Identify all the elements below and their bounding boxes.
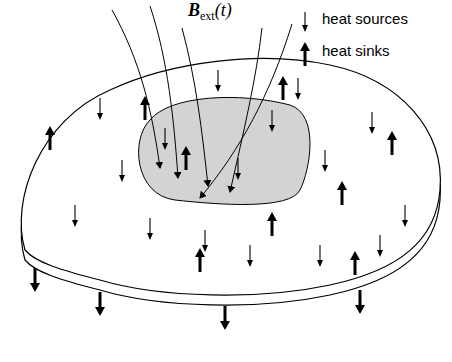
grey-region: [139, 97, 310, 204]
heat-source-arrow: [402, 205, 408, 227]
field-lines: [112, 6, 292, 198]
legend-arrow: [300, 42, 310, 66]
field-label-part: (t): [215, 0, 232, 20]
heat-source-arrow: [147, 218, 153, 240]
heat-source-arrow: [317, 245, 323, 267]
legend-text: heat sources: [322, 10, 408, 27]
heat-sink-arrow: [195, 248, 205, 272]
heat-source-arrow: [162, 128, 168, 150]
heat-sink-arrow: [387, 131, 397, 155]
heat-source-arrow: [235, 158, 241, 180]
heat-arrows: [30, 12, 408, 330]
heat-source-arrow: [247, 245, 253, 267]
heat-sink-arrow: [45, 126, 55, 150]
heat-source-arrow: [72, 205, 78, 227]
heat-sink-arrow: [278, 76, 288, 100]
heat-sink-arrow: [267, 212, 277, 236]
heat-sink-arrow: [350, 251, 360, 275]
heat-source-arrow: [215, 70, 221, 92]
heat-sink-arrow: [140, 96, 150, 120]
heat-source-arrow: [269, 110, 275, 132]
heat-source-arrow: [377, 235, 383, 257]
boundary-sink-arrow: [220, 306, 230, 330]
heat-source-arrow: [295, 78, 301, 100]
legend-text: heat sinks: [322, 42, 390, 59]
heat-sink-arrow: [337, 181, 347, 205]
heat-source-arrow: [322, 150, 328, 172]
slab-top: [21, 58, 440, 295]
heat-source-arrow: [97, 98, 103, 120]
heat-source-arrow: [119, 160, 125, 182]
boundary-sink-arrow: [30, 268, 40, 292]
field-label-part: ext: [200, 9, 215, 23]
heat-sink-arrow: [181, 146, 191, 170]
field-label: Bext(t): [186, 0, 234, 24]
boundary-sink-arrow: [355, 290, 365, 314]
field-label-part: B: [188, 0, 200, 20]
boundary-sink-arrow: [95, 292, 105, 316]
legend-arrow: [302, 12, 308, 32]
heat-source-arrow: [369, 112, 375, 134]
heat-source-arrow: [202, 230, 208, 252]
